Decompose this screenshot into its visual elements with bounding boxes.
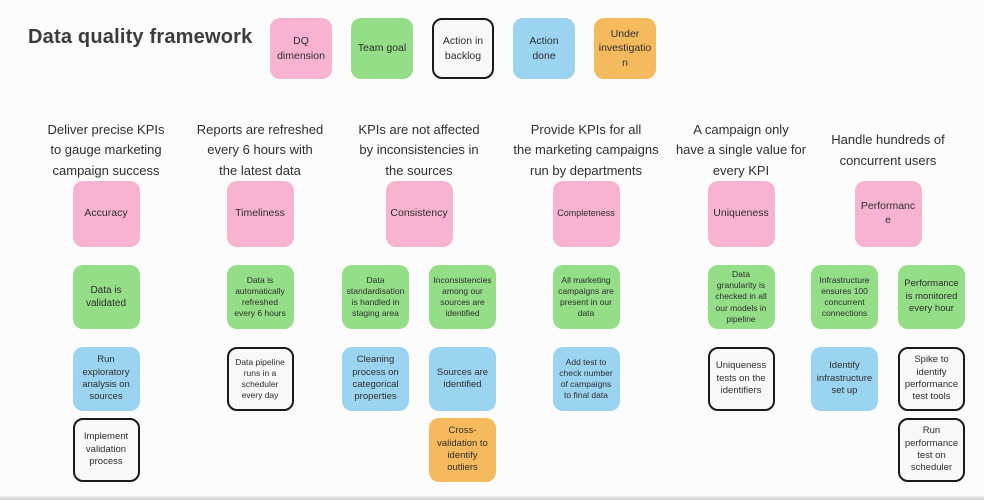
goal-text[interactable]: Handle hundreds of concurrent users: [831, 132, 945, 168]
sticky-label: Uniqueness tests on the identifiers: [715, 360, 767, 397]
goal-text[interactable]: KPIs are not affected by inconsistencies…: [358, 122, 480, 178]
sticky-label: Spike to identify performance test tools: [904, 354, 959, 403]
board-title[interactable]: Data quality framework: [28, 26, 253, 48]
card-stack: Performance is monitored every hour Spik…: [898, 265, 965, 482]
card-stacks: Data granularity is checked in all our m…: [661, 265, 821, 411]
sticky-card[interactable]: Performance is monitored every hour: [898, 265, 965, 329]
sticky-card[interactable]: All marketing campaigns are present in o…: [552, 265, 620, 329]
card-stack: Inconsistencies among our sources are id…: [429, 265, 496, 482]
sticky-label: Data granularity is checked in all our m…: [715, 269, 767, 324]
dimension-card-completeness[interactable]: Completeness: [552, 181, 620, 247]
dimension-label: Performance: [860, 200, 916, 226]
goal-text[interactable]: Provide KPIs for all the marketing campa…: [513, 122, 659, 178]
sticky-label: Cleaning process on categorical properti…: [352, 354, 399, 403]
goal-text[interactable]: A campaign only have a single value for …: [675, 122, 807, 178]
column-accuracy: Deliver precise KPIs to gauge marketing …: [26, 120, 186, 482]
sticky-label: Identify infrastructure set up: [816, 360, 873, 397]
sticky-card[interactable]: Data is validated: [72, 265, 140, 329]
column-completeness: Provide KPIs for all the marketing campa…: [506, 120, 666, 411]
sticky-label: Data pipeline runs in a scheduler every …: [235, 356, 285, 401]
sticky-label: Cross-validation to identify outliers: [437, 425, 488, 474]
dimension-card-consistency[interactable]: Consistency: [385, 181, 453, 247]
column-uniqueness: A campaign only have a single value for …: [661, 120, 821, 411]
sticky-card[interactable]: Spike to identify performance test tools: [898, 347, 965, 411]
dimension-card-accuracy[interactable]: Accuracy: [72, 181, 140, 247]
column-consistency: KPIs are not affected by inconsistencies…: [332, 120, 506, 482]
legend-card-action-done[interactable]: Action done: [513, 18, 575, 79]
legend-label: Action in backlog: [442, 35, 484, 62]
sticky-card[interactable]: Add test to check number of campaigns to…: [552, 347, 620, 411]
sticky-label: Data standardisation is handled in stagi…: [346, 274, 405, 319]
goal-text[interactable]: Deliver precise KPIs to gauge marketing …: [47, 122, 165, 178]
sticky-card[interactable]: Infrastructure ensures 100 concurrent co…: [811, 265, 878, 329]
sticky-label: All marketing campaigns are present in o…: [558, 274, 614, 319]
sticky-label: Run exploratory analysis on sources: [82, 354, 130, 403]
legend-label: DQ dimension: [277, 35, 325, 62]
sticky-label: Data is validated: [85, 285, 127, 309]
sticky-card[interactable]: Uniqueness tests on the identifiers: [707, 347, 775, 411]
legend-label: Action done: [529, 35, 559, 62]
sticky-card[interactable]: Data is automatically refreshed every 6 …: [226, 265, 294, 329]
card-stacks: Data is validated Run exploratory analys…: [26, 265, 186, 482]
card-stacks: Infrastructure ensures 100 concurrent co…: [801, 265, 975, 482]
dimension-label: Completeness: [557, 208, 615, 219]
sticky-label: Implement validation process: [83, 431, 129, 468]
sticky-card[interactable]: Data granularity is checked in all our m…: [707, 265, 775, 329]
card-stack: Data standardisation is handled in stagi…: [342, 265, 409, 482]
sticky-card[interactable]: Run exploratory analysis on sources: [72, 347, 140, 411]
legend-card-under-investigation[interactable]: Under investigation: [594, 18, 656, 79]
column-performance: Handle hundreds of concurrent users Perf…: [801, 120, 975, 482]
card-stacks: All marketing campaigns are present in o…: [506, 265, 666, 411]
sticky-label: Add test to check number of campaigns to…: [559, 356, 613, 401]
card-stack: All marketing campaigns are present in o…: [552, 265, 620, 411]
legend-card-action-in-backlog[interactable]: Action in backlog: [432, 18, 494, 79]
sticky-card[interactable]: Data standardisation is handled in stagi…: [342, 265, 409, 329]
card-stack: Infrastructure ensures 100 concurrent co…: [811, 265, 878, 482]
legend-card-team-goal[interactable]: Team goal: [351, 18, 413, 79]
sticky-label: Data is automatically refreshed every 6 …: [234, 274, 286, 319]
sticky-label: Infrastructure ensures 100 concurrent co…: [819, 274, 870, 319]
sticky-card[interactable]: Inconsistencies among our sources are id…: [429, 265, 496, 329]
sticky-card[interactable]: Cross-validation to identify outliers: [429, 418, 496, 482]
dimension-label: Timeliness: [235, 207, 285, 220]
sticky-card[interactable]: Run performance test on scheduler: [898, 418, 965, 482]
sticky-card[interactable]: Data pipeline runs in a scheduler every …: [226, 347, 294, 411]
dimension-label: Uniqueness: [713, 207, 769, 220]
card-stack: Data is automatically refreshed every 6 …: [226, 265, 294, 411]
sticky-card[interactable]: Cleaning process on categorical properti…: [342, 347, 409, 411]
legend-label: Team goal: [357, 42, 407, 55]
card-stack: Data granularity is checked in all our m…: [707, 265, 775, 411]
sticky-card[interactable]: Sources are identified: [429, 347, 496, 411]
dimension-card-timeliness[interactable]: Timeliness: [226, 181, 294, 247]
sticky-card[interactable]: Identify infrastructure set up: [811, 347, 878, 411]
dimension-card-uniqueness[interactable]: Uniqueness: [707, 181, 775, 247]
sticky-label: Sources are identified: [436, 366, 489, 390]
sticky-label: Performance is monitored every hour: [904, 278, 959, 315]
dimension-label: Consistency: [390, 207, 448, 220]
column-timeliness: Reports are refreshed every 6 hours with…: [180, 120, 340, 411]
goal-text[interactable]: Reports are refreshed every 6 hours with…: [196, 122, 324, 178]
sticky-label: Inconsistencies among our sources are id…: [433, 274, 492, 319]
card-stack: Data is validated Run exploratory analys…: [72, 265, 140, 482]
dimension-card-performance[interactable]: Performance: [854, 181, 922, 247]
canvas-bottom-edge: [0, 496, 984, 500]
sticky-label: Run performance test on scheduler: [904, 425, 959, 474]
legend-label: Under investigation: [598, 28, 652, 69]
sticky-card[interactable]: Implement validation process: [72, 418, 140, 482]
card-stacks: Data is automatically refreshed every 6 …: [180, 265, 340, 411]
card-stacks: Data standardisation is handled in stagi…: [332, 265, 506, 482]
legend-card-dq-dimension[interactable]: DQ dimension: [270, 18, 332, 79]
dimension-label: Accuracy: [84, 207, 128, 220]
legend: DQ dimension Team goal Action in backlog…: [270, 18, 656, 79]
